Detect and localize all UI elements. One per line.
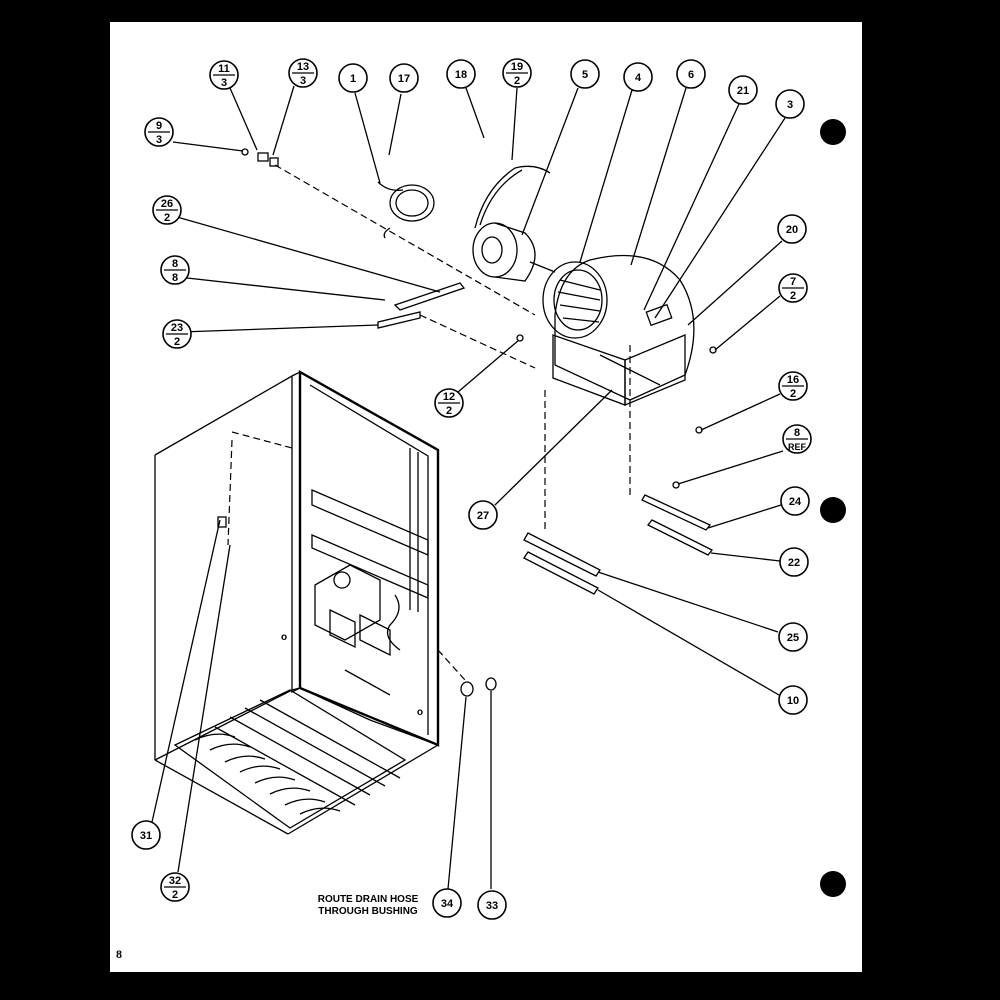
callout-20: 20 — [777, 214, 807, 244]
callout-7-2-top: 7 — [790, 276, 796, 288]
callout-9-3-top: 9 — [156, 120, 162, 132]
callout-3-label: 3 — [787, 99, 793, 111]
callout-27-label: 27 — [477, 510, 489, 522]
callout-18-label: 18 — [455, 69, 467, 81]
mounting-rails — [377, 282, 714, 595]
plug-33 — [485, 677, 497, 691]
callout-27: 27 — [468, 500, 498, 530]
callout-22: 22 — [779, 547, 809, 577]
callout-33-label: 33 — [486, 900, 498, 912]
note-line-2: THROUGH BUSHING — [318, 906, 418, 917]
callout-11-3: 11 3 — [209, 60, 239, 90]
binder-hole-bottom — [820, 871, 846, 897]
callout-4-label: 4 — [635, 72, 642, 84]
callout-13-3-bottom: 3 — [300, 75, 306, 87]
furnace-cabinet: o o — [154, 369, 440, 835]
callout-24: 24 — [780, 486, 810, 516]
callout-18: 18 — [446, 59, 476, 89]
binder-hole-top — [820, 119, 846, 145]
callout-25-label: 25 — [787, 632, 799, 644]
callout-19-2: 19 2 — [502, 58, 532, 88]
callout-32-2-top: 32 — [169, 875, 181, 887]
callout-13-3-top: 13 — [297, 61, 309, 73]
blower-assembly — [241, 148, 717, 489]
callout-23-2-bottom: 2 — [174, 336, 180, 348]
callout-6-label: 6 — [688, 69, 694, 81]
callout-23-2: 23 2 — [162, 319, 192, 349]
callout-17-label: 17 — [398, 73, 410, 85]
callout-34: 34 — [432, 888, 462, 918]
page-number: 8 — [116, 947, 122, 961]
callout-23-2-top: 23 — [171, 322, 183, 334]
callout-21: 21 — [728, 75, 758, 105]
callout-8-8-top: 8 — [172, 258, 178, 270]
callout-19-2-top: 19 — [511, 61, 523, 73]
callout-1: 1 — [338, 63, 368, 93]
callout-26-2-top: 26 — [161, 198, 173, 210]
callout-7-2: 7 2 — [778, 273, 808, 303]
callout-10: 10 — [778, 685, 808, 715]
callout-9-3-bottom: 3 — [156, 134, 162, 146]
callout-17: 17 — [389, 63, 419, 93]
callout-12-2-bottom: 2 — [446, 405, 452, 417]
callout-8-ref: 8 REF — [782, 424, 812, 454]
leader-lines — [151, 85, 786, 890]
note-line-1: ROUTE DRAIN HOSE — [318, 894, 419, 905]
callout-11-3-top: 11 — [218, 63, 230, 75]
callout-8-ref-top: 8 — [794, 427, 800, 439]
callout-24-label: 24 — [789, 496, 802, 508]
panel-mark-o: o — [281, 632, 287, 643]
callout-32-2: 32 2 — [160, 872, 190, 902]
diagram-sheet — [110, 22, 862, 972]
callout-22-label: 22 — [788, 557, 800, 569]
callout-12-2-top: 12 — [443, 391, 455, 403]
callout-34-label: 34 — [441, 898, 454, 910]
assembly-lines — [227, 164, 631, 681]
callout-8-8-bottom: 8 — [172, 272, 178, 284]
callout-19-2-bottom: 2 — [514, 75, 520, 87]
callout-33: 33 — [477, 890, 507, 920]
callout-20-label: 20 — [786, 224, 798, 236]
callout-13-3: 13 3 — [288, 58, 318, 88]
callout-4: 4 — [623, 62, 653, 92]
callout-9-3: 9 3 — [144, 117, 174, 147]
callout-25: 25 — [778, 622, 808, 652]
callout-3: 3 — [775, 89, 805, 119]
callout-5: 5 — [570, 59, 600, 89]
callout-8-8: 8 8 — [160, 255, 190, 285]
bushing-34 — [460, 681, 474, 697]
callout-5-label: 5 — [582, 69, 588, 81]
panel-mark-o2: o — [417, 707, 423, 718]
callout-31-label: 31 — [140, 830, 152, 842]
callout-21-label: 21 — [737, 85, 749, 97]
callout-8-ref-bottom: REF — [788, 442, 807, 452]
callout-12-2: 12 2 — [434, 388, 464, 418]
callout-1-label: 1 — [350, 73, 356, 85]
callout-10-label: 10 — [787, 695, 799, 707]
callout-6: 6 — [676, 59, 706, 89]
callout-16-2-bottom: 2 — [790, 388, 796, 400]
callout-31: 31 — [131, 820, 161, 850]
callout-16-2: 16 2 — [778, 371, 808, 401]
binder-hole-middle — [820, 497, 846, 523]
callout-11-3-bottom: 3 — [221, 77, 227, 89]
callout-26-2: 26 2 — [152, 195, 182, 225]
callout-26-2-bottom: 2 — [164, 212, 170, 224]
callout-7-2-bottom: 2 — [790, 290, 796, 302]
callout-16-2-top: 16 — [787, 374, 799, 386]
callout-32-2-bottom: 2 — [172, 889, 178, 901]
